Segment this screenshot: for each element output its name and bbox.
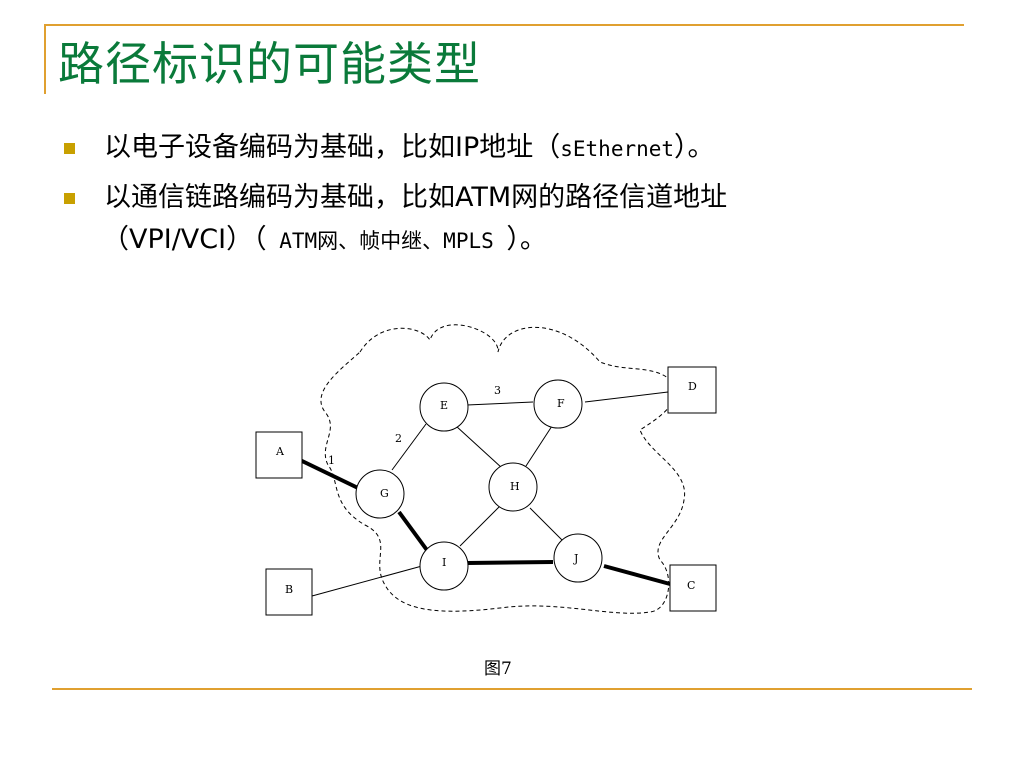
path-i-j xyxy=(466,560,554,565)
bullet-2-mono: ATM网、帧中继、MPLS xyxy=(266,229,507,253)
host-a: A xyxy=(255,431,303,479)
host-d: D xyxy=(667,366,717,414)
node-i: I xyxy=(419,541,469,591)
link-h-j xyxy=(529,507,565,543)
host-b-label: B xyxy=(285,583,293,596)
link-g-e xyxy=(391,423,427,471)
host-c: C xyxy=(669,564,717,612)
link-label-3: 3 xyxy=(494,384,501,397)
link-label-1: 1 xyxy=(328,454,335,467)
slide-title: 路径标识的可能类型 xyxy=(58,37,481,91)
bottom-rule xyxy=(52,688,972,690)
node-j-label: J xyxy=(573,552,578,565)
link-f-d xyxy=(584,391,669,403)
host-d-label: D xyxy=(688,380,697,393)
left-rule xyxy=(44,24,46,94)
link-h-i xyxy=(459,505,501,547)
bullet-text-1: 以电子设备编码为基础，比如IP地址（sEthernet）。 xyxy=(104,126,715,171)
bullet-1-main: 以电子设备编码为基础，比如IP地址（ xyxy=(104,132,561,163)
link-b-i xyxy=(311,565,423,597)
node-g: G xyxy=(355,469,405,519)
node-j: J xyxy=(553,533,603,583)
network-cloud xyxy=(320,324,686,614)
node-h: H xyxy=(488,462,538,512)
node-h-label: H xyxy=(510,480,520,493)
bullet-1-tail: ）。 xyxy=(674,132,715,163)
bullet-square-icon xyxy=(64,193,75,204)
bullet-text-2-line-1: 以通信链路编码为基础，比如ATM网的路径信道地址 xyxy=(104,182,728,213)
host-c-label: C xyxy=(687,579,695,592)
path-j-c xyxy=(603,564,671,586)
bullet-1-mono: sEthernet xyxy=(560,137,675,161)
node-e: E xyxy=(419,382,469,432)
bullet-2-main: （VPI/VCI）（ xyxy=(102,224,267,255)
top-rule xyxy=(44,24,964,26)
node-i-label: I xyxy=(442,556,446,569)
host-b: B xyxy=(265,568,313,616)
node-f-label: F xyxy=(557,397,565,410)
bullet-text-2-line-2: （VPI/VCI）（ ATM网、帧中继、MPLS ）。 xyxy=(102,218,547,263)
node-e-label: E xyxy=(440,399,448,412)
node-g-label: G xyxy=(380,487,389,500)
bullet-square-icon xyxy=(64,143,75,154)
path-a-g xyxy=(299,458,359,490)
link-label-2: 2 xyxy=(395,432,402,445)
host-a-label: A xyxy=(275,445,285,458)
bullet-2-tail: ）。 xyxy=(506,224,547,255)
node-f: F xyxy=(533,379,583,429)
figure-caption: 图7 xyxy=(484,659,512,679)
link-e-f xyxy=(466,401,534,406)
link-e-h xyxy=(455,425,503,469)
link-f-h xyxy=(525,425,553,467)
